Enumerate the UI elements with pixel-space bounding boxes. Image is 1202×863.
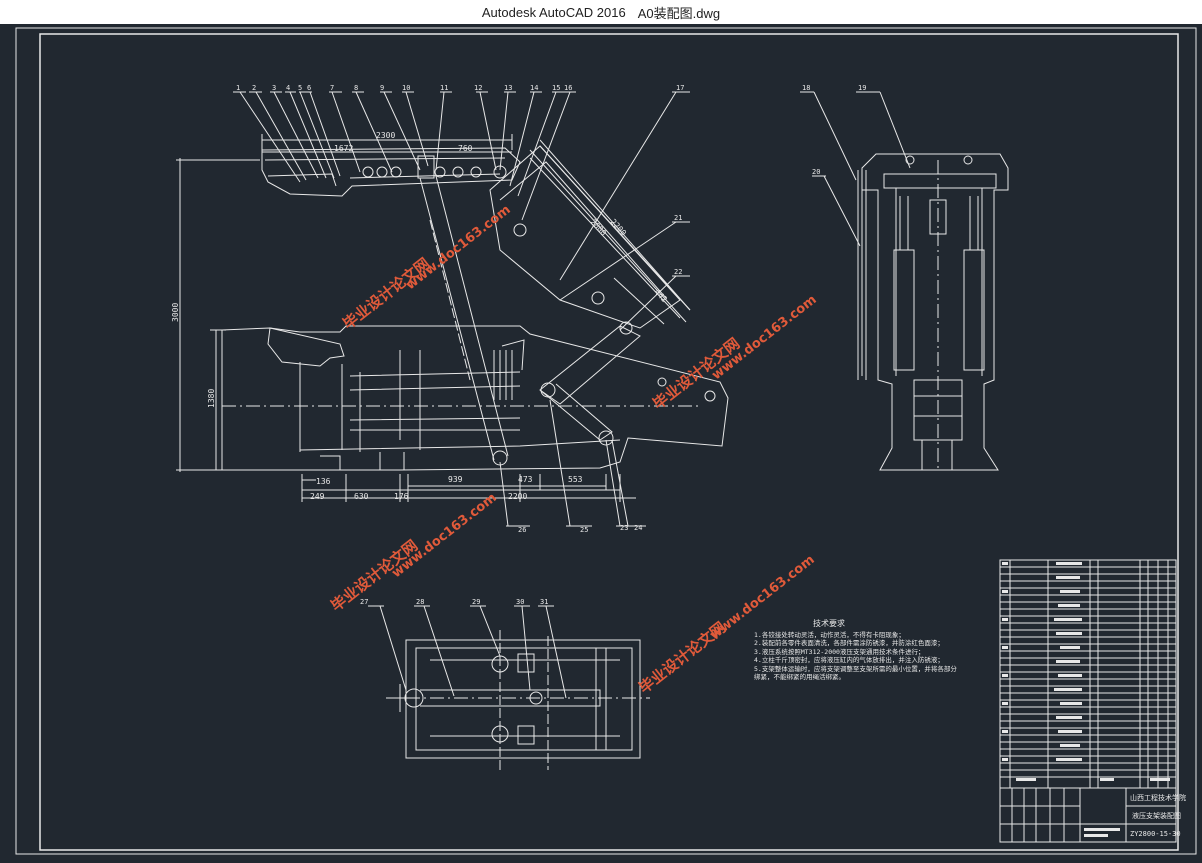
balloon: 6 (307, 84, 311, 92)
balloon: 25 (580, 526, 588, 534)
watermark-url: www.doc163.com (389, 490, 499, 581)
cad-drawing[interactable]: 1 2 3 4 5 6 7 8 9 10 11 12 13 14 15 16 1… (0, 24, 1202, 858)
balloon: 19 (858, 84, 866, 92)
balloon: 10 (402, 84, 410, 92)
dimension-text: 2000 (589, 217, 609, 237)
watermark-url: www.doc163.com (709, 292, 819, 383)
dimension-text: 760 (458, 144, 473, 153)
dimension-text: 442 (653, 287, 669, 304)
balloon: 26 (518, 526, 526, 534)
balloon: 15 (552, 84, 560, 92)
tech-line: 绑紧，不能绑紧的用绳活绑紧。 (754, 673, 845, 681)
tech-line: 1.各铰接处转动灵活，动作灵活，不得有卡阻现象； (754, 630, 905, 639)
balloon: 4 (286, 84, 290, 92)
balloon: 29 (472, 598, 480, 606)
watermarks: 毕业设计论文网 www.doc163.com 毕业设计论文网 www.doc16… (327, 202, 819, 697)
balloon: 3 (272, 84, 276, 92)
balloon: 8 (354, 84, 358, 92)
balloon: 2 (252, 84, 256, 92)
plan-view (368, 605, 650, 770)
tech-requirements-title: 技术要求 (813, 619, 845, 628)
balloon: 31 (540, 598, 548, 606)
balloon: 20 (812, 168, 820, 176)
tech-line: 2.装配前各零件表面清洗，各部件需涂防锈漆，并防涂红色面漆； (754, 639, 944, 647)
parts-list (999, 559, 1177, 843)
balloon-numbers: 1 2 3 4 5 6 7 8 9 10 11 12 13 14 15 16 1… (236, 84, 866, 606)
balloon: 16 (564, 84, 572, 92)
balloon: 22 (674, 268, 682, 276)
dimension-text: 630 (354, 492, 369, 501)
front-view (800, 91, 1009, 471)
tech-requirements: 技术要求 1.各铰接处转动灵活，动作灵活，不得有卡阻现象； 2.装配前各零件表面… (754, 619, 984, 682)
drawing-canvas[interactable]: 1 2 3 4 5 6 7 8 9 10 11 12 13 14 15 16 1… (0, 24, 1202, 858)
dimension-text: 1380 (207, 389, 216, 408)
balloon: 27 (360, 598, 368, 606)
balloon: 30 (516, 598, 524, 606)
dimension-text: 2200 (508, 492, 527, 501)
side-view (221, 91, 729, 527)
dimension-text: 473 (518, 475, 533, 484)
window-title-bar: Autodesk AutoCAD 2016 A0装配图.dwg (0, 0, 1202, 24)
title-block-texts: 山西工程技术学院 液压支架装配图 ZY2800-15-30 (1130, 793, 1186, 838)
title-block-drawing-name: 液压支架装配图 (1132, 811, 1181, 820)
title-block-drawing-number: ZY2800-15-30 (1130, 830, 1181, 838)
balloon: 14 (530, 84, 538, 92)
balloon: 12 (474, 84, 482, 92)
balloon: 17 (676, 84, 684, 92)
title-block-school: 山西工程技术学院 (1130, 793, 1186, 802)
app-title: Autodesk AutoCAD 2016 (481, 4, 626, 20)
dimension-text: 136 (316, 477, 331, 486)
balloon: 13 (504, 84, 512, 92)
balloon: 5 (298, 84, 302, 92)
tech-line: 3.液压系统按照MT312-2000液压支架通用技术条件进行； (754, 647, 925, 656)
dimension-text: 249 (310, 492, 325, 501)
balloon: 28 (416, 598, 424, 606)
balloon: 9 (380, 84, 384, 92)
watermark-text: 毕业设计论文网 (327, 536, 421, 615)
tech-line: 4.立柱千斤顶密封，应将液压缸内的气体放排出，并注入防锈液； (754, 656, 944, 664)
dimension-text: 3000 (171, 303, 180, 322)
inner-border (39, 33, 1179, 851)
dimension-text: 2300 (376, 131, 395, 140)
dimensions-main (176, 134, 691, 502)
balloon: 21 (674, 214, 682, 222)
dimension-text: 553 (568, 475, 583, 484)
outer-border (15, 27, 1197, 855)
dimension-text: 2200 (609, 217, 629, 237)
tech-line: 5.支架整体运输时，应将支架调整至支架所需的最小位置，并将各部分 (754, 664, 957, 673)
dimension-text: 1672 (334, 144, 353, 153)
balloon: 24 (634, 524, 642, 532)
watermark-text: 毕业设计论文网 (339, 254, 433, 333)
watermark-url: www.doc163.com (403, 202, 513, 293)
balloon: 23 (620, 524, 628, 532)
dimension-text: 176 (394, 492, 409, 501)
dimension-text: 939 (448, 475, 463, 484)
parts-list-text-blocks (1002, 562, 1170, 837)
balloon: 18 (802, 84, 810, 92)
balloon: 7 (330, 84, 334, 92)
document-name: A0装配图.dwg (637, 5, 721, 21)
balloon: 1 (236, 84, 240, 92)
balloon: 11 (440, 84, 448, 92)
